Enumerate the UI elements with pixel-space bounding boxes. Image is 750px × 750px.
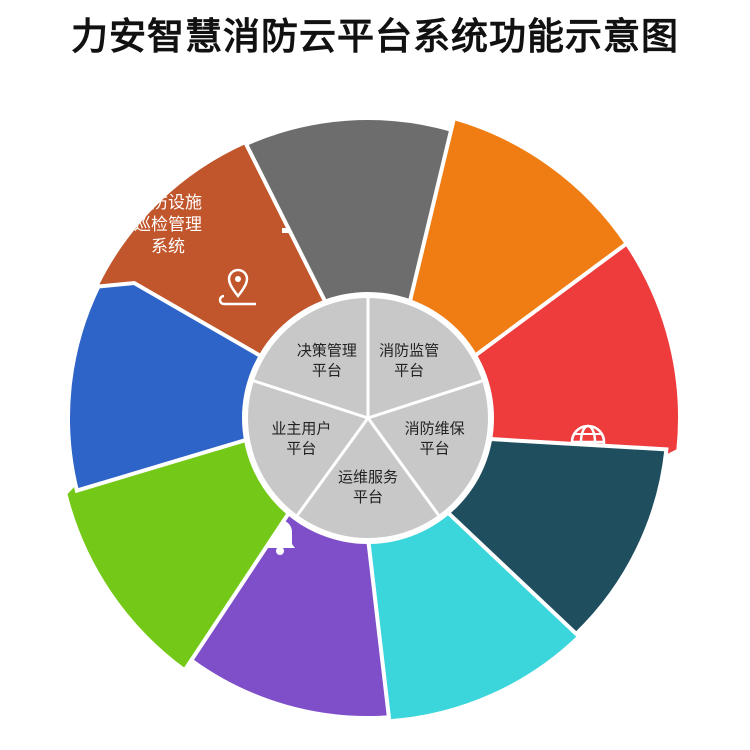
hub-divider <box>295 417 370 518</box>
hub-divider <box>367 378 485 420</box>
segment-label: 消防设施巡检管理系统 <box>134 193 202 257</box>
hub-label-line: 平台 <box>420 440 450 458</box>
outer-ring: 实时消防水监控系统视频信息联动系统地理综合信息显示系统WEB监管系统移动APP监… <box>63 115 682 724</box>
hub-label-line: 平台 <box>286 440 316 458</box>
hub-label-line: 业主用户 <box>271 420 331 438</box>
hub-label-line: 决策管理 <box>297 341 357 359</box>
hub-label-operation: 运维服务平台 <box>338 468 398 506</box>
segment-label-line: 系统 <box>151 237 185 257</box>
hub-label-line: 消防维保 <box>405 420 465 438</box>
hub-label-maintenance: 消防维保平台 <box>405 420 465 458</box>
hub-label-line: 平台 <box>312 361 342 379</box>
hub-label-decision: 决策管理平台 <box>297 341 357 379</box>
hub-divider <box>251 378 369 420</box>
page-title: 力安智慧消防云平台系统功能示意图 <box>71 15 679 58</box>
segment-label-line: 巡检管理 <box>134 215 202 235</box>
hub-label-line: 消防监管 <box>379 341 439 359</box>
hub-label-line: 运维服务 <box>338 468 398 486</box>
hub-divider <box>366 417 441 518</box>
location-route-icon <box>218 268 256 306</box>
hub-label-supervision: 消防监管平台 <box>379 341 439 379</box>
segment-label-line: 消防设施 <box>134 193 202 213</box>
segment-patrol: 消防设施巡检管理系统 <box>66 193 267 494</box>
hub-label-owner: 业主用户平台 <box>271 420 331 458</box>
hub-label-line: 平台 <box>353 488 383 506</box>
hub-label-line: 平台 <box>394 361 424 379</box>
